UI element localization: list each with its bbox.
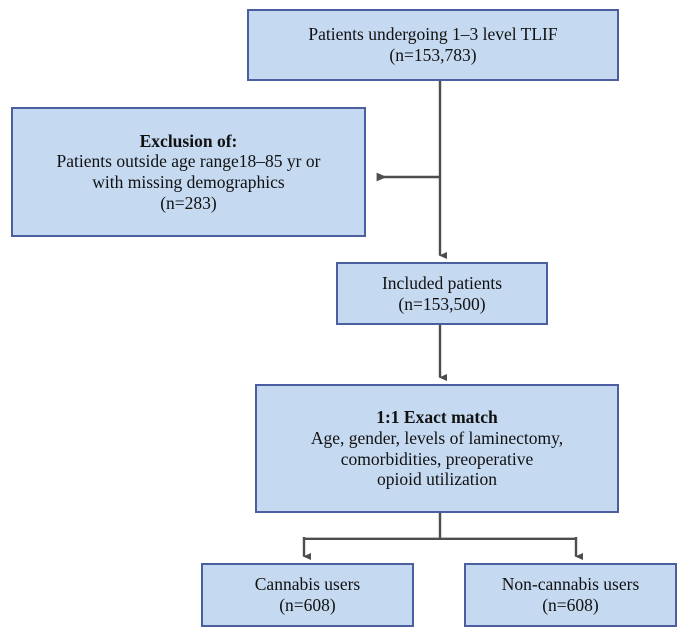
exact-match-box: 1:1 Exact match Age, gender, levels of l… xyxy=(255,384,619,513)
match-heading: 1:1 Exact match xyxy=(376,407,498,428)
cohort-line-1: Patients undergoing 1–3 level TLIF xyxy=(308,24,558,45)
cannabis-line-1: Cannabis users xyxy=(254,574,361,595)
cohort-count: (n=153,783) xyxy=(389,45,477,65)
exclusion-box: Exclusion of: Patients outside age range… xyxy=(11,107,366,237)
exclusion-line-3: with missing demographics xyxy=(92,172,285,192)
noncannabis-count: (n=608) xyxy=(542,595,599,615)
cannabis-users-box: Cannabis users (n=608) xyxy=(201,563,414,627)
cannabis-count: (n=608) xyxy=(279,595,336,615)
match-line-2: Age, gender, levels of laminectomy, xyxy=(310,427,564,448)
match-line-3: comorbidities, preoperative xyxy=(340,448,534,469)
exclusion-line-2: Patients outside age range18–85 yr or xyxy=(56,151,321,172)
included-count: (n=153,500) xyxy=(398,293,486,314)
cohort-box: Patients undergoing 1–3 level TLIF (n=15… xyxy=(247,9,619,81)
match-line-4: opioid utilization xyxy=(376,469,498,490)
included-line-1: Included patients xyxy=(381,272,503,293)
included-patients-box: Included patients (n=153,500) xyxy=(336,262,548,325)
noncannabis-line-1: Non-cannabis users xyxy=(501,574,640,595)
non-cannabis-users-box: Non-cannabis users (n=608) xyxy=(464,563,677,627)
exclusion-count: (n=283) xyxy=(160,192,217,213)
exclusion-heading: Exclusion of: xyxy=(139,130,238,151)
